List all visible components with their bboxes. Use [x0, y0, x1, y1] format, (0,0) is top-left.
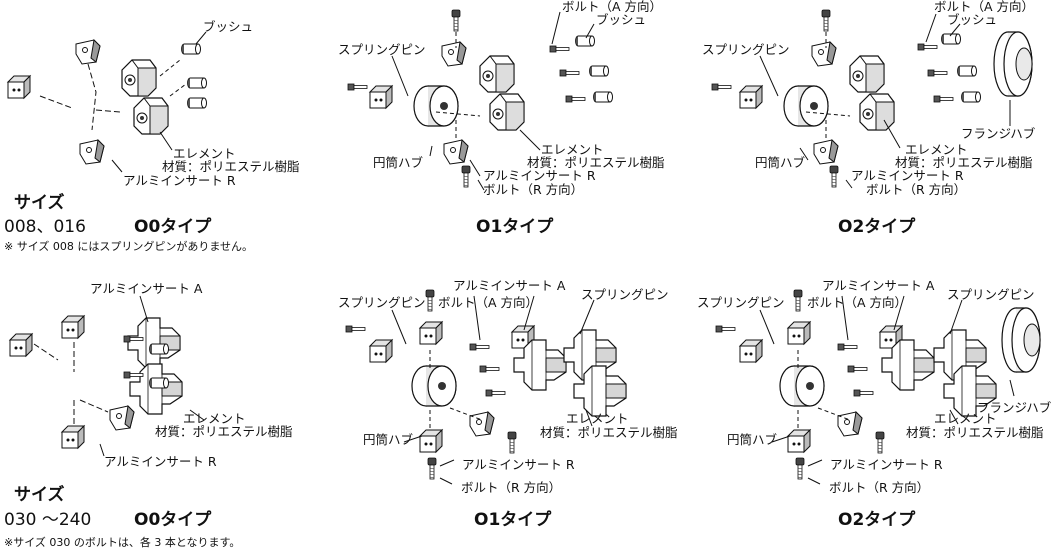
panel-o1-large-art	[345, 289, 627, 485]
label-insert-r: アルミインサート R	[830, 457, 943, 472]
label-bolt-a: ボルト（A 方向）	[562, 0, 663, 14]
label-spring-pin-right: スプリングピン	[581, 287, 669, 302]
panel-o0-small-art	[7, 31, 207, 173]
label-element: エレメント	[934, 411, 997, 426]
size-range: 008、016	[4, 217, 86, 237]
label-element: エレメント	[173, 146, 236, 161]
type-label: O0タイプ	[134, 217, 212, 237]
label-material: 材質：ポリエステル樹脂	[155, 424, 293, 439]
label-bush: ブッシュ	[947, 12, 998, 27]
panel-o1-small-art	[347, 9, 613, 191]
panel-o2-small-art	[711, 9, 1033, 189]
label-element: エレメント	[183, 411, 246, 426]
label-bolt-r: ボルト（R 方向）	[866, 182, 967, 197]
label-insert-r: アルミインサート R	[462, 457, 575, 472]
label-insert-a: アルミインサート A	[822, 278, 935, 293]
size-heading: サイズ	[14, 485, 65, 505]
label-bush: ブッシュ	[596, 12, 647, 27]
label-flange-hub: フランジハブ	[977, 400, 1052, 415]
label-spring-pin-right: スプリングピン	[947, 287, 1035, 302]
label-hub: 円筒ハブ	[373, 155, 424, 170]
label-bolt-r: ボルト（R 方向）	[829, 480, 930, 495]
label-bush: ブッシュ	[203, 19, 254, 34]
label-bolt-a: ボルト（A 方向）	[438, 295, 539, 310]
label-material: 材質：ポリエステル樹脂	[906, 425, 1044, 440]
label-element: エレメント	[566, 411, 629, 426]
type-label: O2タイプ	[838, 217, 916, 237]
label-element: エレメント	[541, 142, 604, 157]
label-bolt-r: ボルト（R 方向）	[461, 480, 562, 495]
label-hub: 円筒ハブ	[727, 432, 778, 447]
size-note: ※ サイズ 008 にはスプリングピンがありません。	[4, 240, 254, 253]
type-label: O0タイプ	[134, 510, 212, 530]
label-flange-hub: フランジハブ	[961, 126, 1036, 141]
label-spring-pin: スプリングピン	[338, 42, 426, 57]
label-hub: 円筒ハブ	[363, 432, 414, 447]
type-label: O1タイプ	[476, 217, 554, 237]
label-hub: 円筒ハブ	[755, 155, 806, 170]
label-insert-r: アルミインサート R	[483, 168, 596, 183]
label-material: 材質：ポリエステル樹脂	[895, 155, 1033, 170]
size-heading: サイズ	[14, 193, 65, 213]
label-spring-pin: スプリングピン	[702, 42, 790, 57]
label-material: 材質：ポリエステル樹脂	[540, 425, 678, 440]
panel-o2-large-art	[715, 289, 1041, 485]
panel-o0-large-art	[9, 295, 205, 457]
label-insert-r: アルミインサート R	[851, 168, 964, 183]
label-insert-r: アルミインサート R	[123, 173, 236, 188]
size-range: 030 ～240	[4, 510, 92, 530]
label-spring-pin-left: スプリングピン	[338, 295, 426, 310]
label-spring-pin-left: スプリングピン	[697, 295, 785, 310]
label-bolt-a: ボルト（A 方向）	[807, 295, 908, 310]
type-label: O1タイプ	[474, 510, 552, 530]
type-label: O2タイプ	[838, 510, 916, 530]
label-bolt-a: ボルト（A 方向）	[934, 0, 1035, 14]
label-bolt-r: ボルト（R 方向）	[483, 182, 584, 197]
label-material: 材質：ポリエステル樹脂	[162, 159, 300, 174]
size-note: ※サイズ 030 のボルトは、各 3 本となります。	[4, 536, 241, 549]
label-insert-r: アルミインサート R	[104, 454, 217, 469]
label-element: エレメント	[905, 142, 968, 157]
label-material: 材質：ポリエステル樹脂	[527, 155, 665, 170]
label-insert-a: アルミインサート A	[453, 278, 566, 293]
label-insert-a: アルミインサート A	[90, 281, 203, 296]
